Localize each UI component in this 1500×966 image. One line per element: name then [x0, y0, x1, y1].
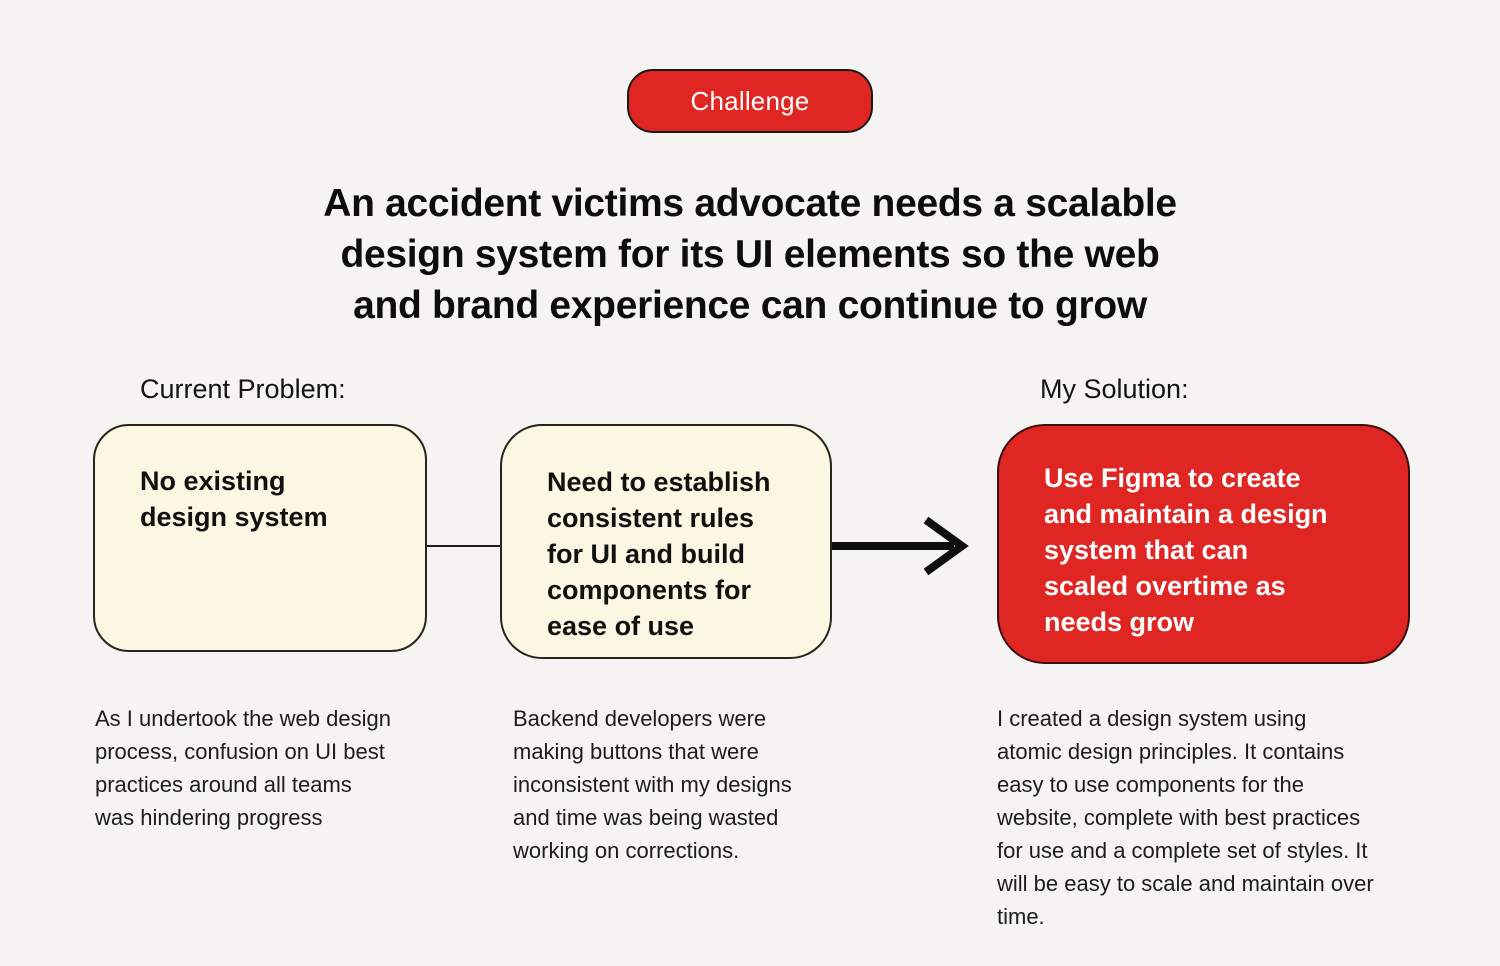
problem-description-2: Backend developers were making buttons t…: [513, 706, 792, 863]
arrow-right-icon: [830, 508, 970, 584]
problem-card-1: No existing design system: [93, 424, 427, 652]
my-solution-label: My Solution:: [1040, 374, 1189, 404]
headline: An accident victims advocate needs a sca…: [323, 182, 1177, 327]
solution-description: I created a design system using atomic d…: [997, 706, 1374, 929]
challenge-badge: Challenge: [627, 69, 873, 133]
problem-card-2-title: Need to establish consistent rules for U…: [547, 467, 771, 641]
solution-card: Use Figma to create and maintain a desig…: [997, 424, 1410, 664]
challenge-badge-label: Challenge: [690, 85, 810, 116]
problem-card-2: Need to establish consistent rules for U…: [500, 424, 832, 659]
current-problem-label: Current Problem:: [140, 374, 346, 404]
connector-line: [427, 545, 500, 547]
solution-card-title: Use Figma to create and maintain a desig…: [1044, 463, 1328, 637]
problem-description-1: As I undertook the web design process, c…: [95, 706, 391, 830]
problem-card-1-title: No existing design system: [140, 466, 328, 532]
